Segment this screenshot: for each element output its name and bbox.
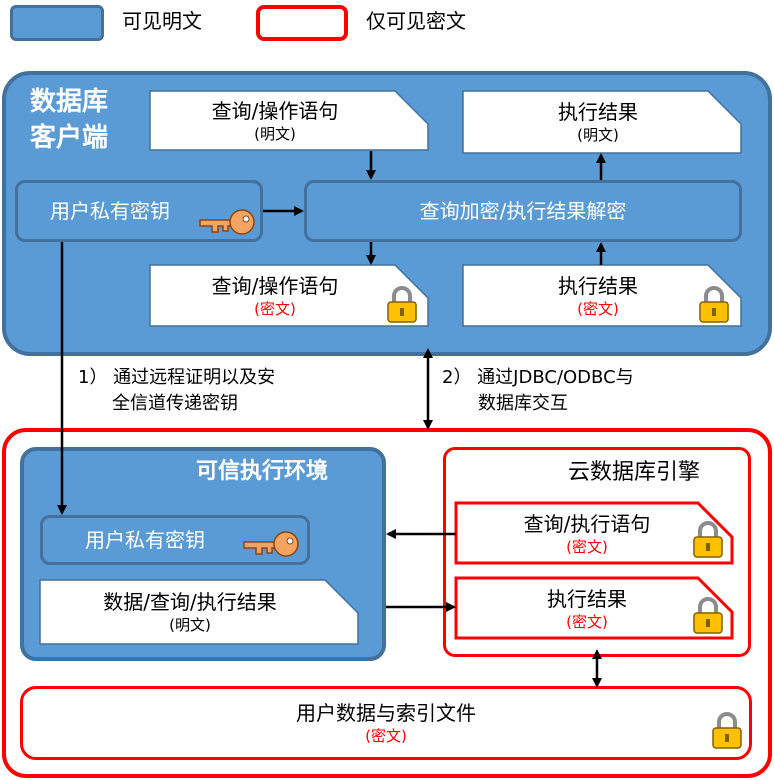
engine-result-sub: (密文) (566, 613, 608, 631)
client-private-key-box: 用户私有密钥 (15, 180, 263, 242)
lock-icon (712, 712, 742, 749)
client-result-cipher-title: 执行结果 (558, 274, 638, 298)
client-query-plain-sub: (明文) (254, 125, 296, 143)
doc-shape-engine-result (454, 576, 734, 640)
engine-query-doc: 查询/执行语句 (密文) (456, 506, 718, 562)
client-query-plain: 查询/操作语句 (明文) (150, 93, 400, 149)
client-title-line1: 数据库 (30, 87, 109, 117)
legend-plain-swatch (10, 5, 104, 41)
legend-cipher-label: 仅可见密文 (366, 9, 466, 33)
tee-data-title: 数据/查询/执行结果 (103, 590, 277, 614)
tee-data-sub: (明文) (169, 616, 211, 634)
tee-key-label: 用户私有密钥 (85, 528, 205, 552)
crypto-box-label: 查询加密/执行结果解密 (419, 199, 627, 223)
doc-shape-result-cipher (462, 264, 742, 327)
step1-line1: 1） 通过远程证明以及安 (78, 367, 276, 388)
client-result-plain-title: 执行结果 (558, 100, 638, 124)
engine-result-title: 执行结果 (547, 587, 627, 611)
client-result-cipher: 执行结果 (密文) (463, 267, 733, 325)
doc-shape-query-plain (149, 90, 429, 151)
doc-shape-query-cipher (149, 264, 429, 327)
legend-cipher-swatch (256, 5, 348, 41)
storage-title: 用户数据与索引文件 (296, 701, 476, 725)
client-query-cipher: 查询/操作语句 (密文) (150, 267, 400, 325)
lock-icon (387, 286, 417, 323)
doc-shape-engine-query (454, 501, 734, 565)
engine-result-doc: 执行结果 (密文) (456, 581, 718, 637)
legend-plain-label: 可见明文 (122, 9, 202, 33)
engine-query-sub: (密文) (566, 538, 608, 556)
storage-sub: (密文) (365, 727, 407, 745)
doc-shape-tee-data (39, 579, 359, 645)
engine-query-title: 查询/执行语句 (523, 512, 651, 536)
tee-title: 可信执行环境 (196, 459, 329, 484)
client-private-key-label: 用户私有密钥 (50, 199, 170, 223)
lock-icon (693, 521, 723, 558)
client-query-plain-title: 查询/操作语句 (211, 99, 339, 123)
storage-box: 用户数据与索引文件 (密文) (20, 686, 752, 760)
doc-shape-result-plain (462, 90, 742, 154)
client-result-plain: 执行结果 (明文) (463, 93, 733, 151)
engine-title: 云数据库引擎 (568, 460, 701, 485)
key-icon (199, 209, 255, 235)
lock-icon (699, 286, 729, 323)
tee-data-doc: 数据/查询/执行结果 (明文) (40, 582, 340, 642)
step2-line2: 数据库交互 (478, 393, 568, 414)
client-query-cipher-title: 查询/操作语句 (211, 274, 339, 298)
client-title-line2: 客户端 (30, 123, 109, 153)
client-result-cipher-sub: (密文) (577, 300, 619, 318)
lock-icon (693, 597, 723, 634)
step1-line2: 全信道传递密钥 (112, 393, 238, 414)
client-result-plain-sub: (明文) (577, 126, 619, 144)
tee-key-box: 用户私有密钥 (40, 515, 310, 565)
key-icon (243, 531, 299, 557)
crypto-box: 查询加密/执行结果解密 (304, 180, 742, 242)
step2-line1: 2） 通过JDBC/ODBC与 (442, 367, 634, 388)
client-query-cipher-sub: (密文) (254, 300, 296, 318)
